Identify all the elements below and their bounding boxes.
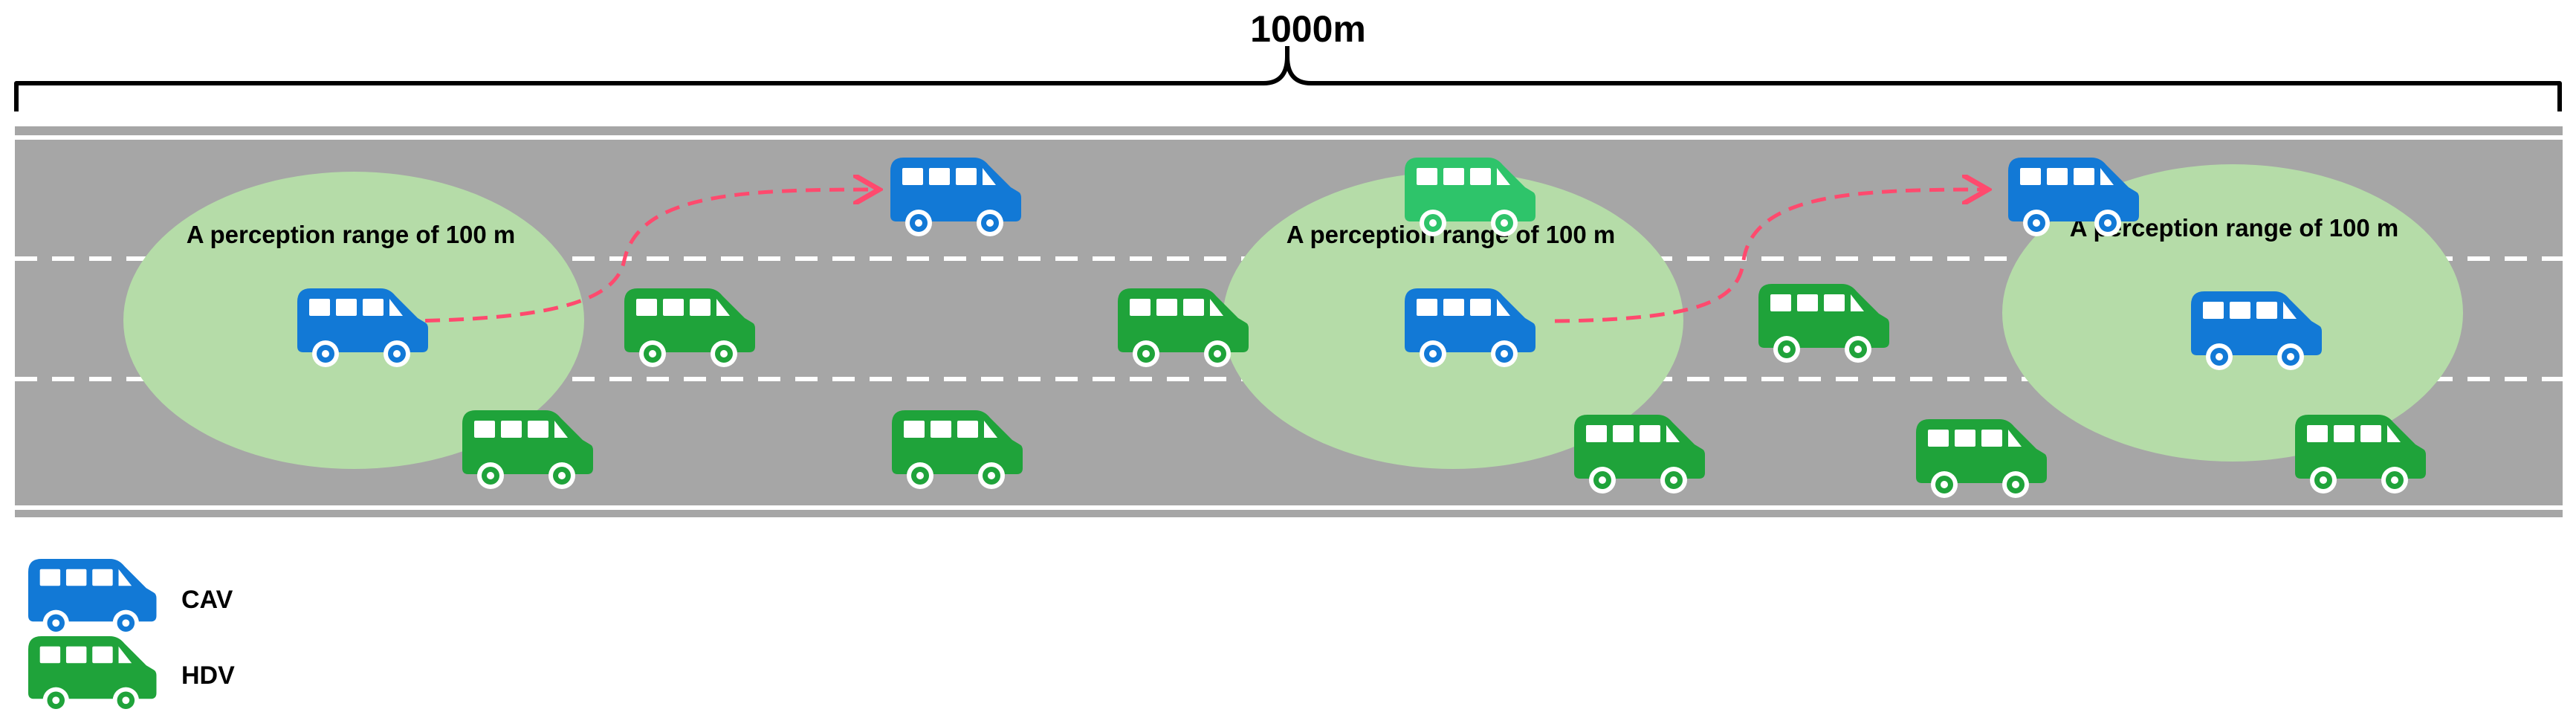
legend-cav-van-icon xyxy=(28,559,157,636)
distance-brace xyxy=(14,46,2562,111)
legend: CAV HDV xyxy=(28,559,235,712)
road-shoulder-bottom xyxy=(15,510,2563,517)
perception-label-2: A perception range of 100 m xyxy=(1287,221,1616,248)
legend-hdv-van-icon xyxy=(28,636,157,712)
road-shoulder-top xyxy=(15,126,2563,135)
perception-label-1: A perception range of 100 m xyxy=(187,221,516,248)
diagram-title: 1000m xyxy=(1250,8,1366,50)
legend-hdv-label: HDV xyxy=(181,661,235,690)
legend-cav-label: CAV xyxy=(181,586,233,614)
communication-arrow-2 xyxy=(1554,190,1984,323)
communication-arrow-1 xyxy=(401,190,876,323)
